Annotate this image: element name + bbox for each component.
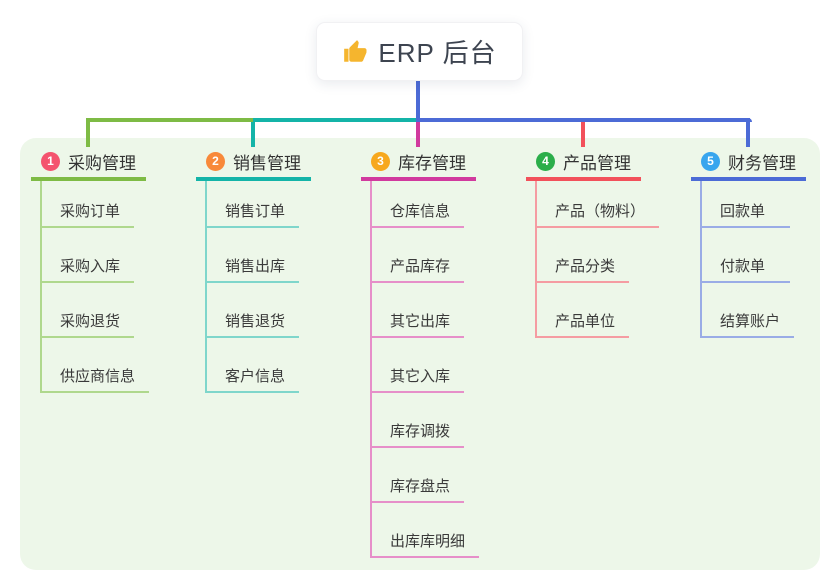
child-node[interactable]: 供应商信息: [42, 338, 150, 393]
branch-drop-line-3: [416, 122, 420, 147]
root-node[interactable]: ERP 后台: [316, 22, 523, 81]
thumbs-up-shape: [344, 39, 367, 62]
branch-node-4[interactable]: 4 产品管理: [526, 145, 641, 181]
child-node[interactable]: 销售订单: [207, 181, 300, 228]
child-label: 出库库明细: [390, 533, 466, 550]
child-node[interactable]: 其它出库: [372, 283, 465, 338]
child-node[interactable]: 采购订单: [42, 181, 135, 228]
branch-children-5: 回款单付款单结算账户: [700, 181, 795, 338]
root-label: ERP 后台: [378, 38, 497, 68]
thumbs-up-icon: [344, 39, 367, 62]
child-label: 库存调拨: [390, 423, 451, 440]
child-node[interactable]: 库存调拨: [372, 393, 465, 448]
branch-label: 库存管理: [398, 153, 466, 173]
child-node[interactable]: 产品分类: [537, 228, 630, 283]
branch-drop-line-5: [746, 118, 750, 147]
branch-number-badge: 2: [206, 151, 225, 171]
root-connector-line: [416, 81, 420, 122]
child-label: 销售订单: [225, 203, 286, 220]
branch-node-2[interactable]: 2 销售管理: [196, 145, 311, 181]
branch-label: 产品管理: [563, 153, 631, 173]
connector-segment-left: [86, 118, 253, 122]
child-label: 供应商信息: [60, 368, 136, 385]
child-label: 产品单位: [555, 313, 616, 330]
branch-number-badge: 4: [536, 151, 555, 171]
child-node[interactable]: 产品单位: [537, 283, 630, 338]
child-label: 结算账户: [720, 313, 781, 330]
child-node[interactable]: 回款单: [702, 181, 790, 228]
child-label: 付款单: [720, 258, 766, 275]
child-node[interactable]: 销售出库: [207, 228, 300, 283]
child-node[interactable]: 出库库明细: [372, 503, 480, 558]
connector-segment-middle: [253, 118, 416, 122]
branch-children-3: 仓库信息产品库存其它出库其它入库库存调拨库存盘点出库库明细: [370, 181, 480, 558]
branches-background-panel: [20, 138, 820, 570]
branch-drop-line-2: [251, 122, 255, 147]
child-label: 采购入库: [60, 258, 121, 275]
child-label: 销售出库: [225, 258, 286, 275]
branch-drop-line-4: [581, 122, 585, 147]
child-node[interactable]: 采购退货: [42, 283, 135, 338]
child-node[interactable]: 产品库存: [372, 228, 465, 283]
branch-node-3[interactable]: 3 库存管理: [361, 145, 476, 181]
child-label: 采购退货: [60, 313, 121, 330]
branch-number-badge: 5: [701, 151, 720, 171]
child-label: 销售退货: [225, 313, 286, 330]
child-node[interactable]: 客户信息: [207, 338, 300, 393]
child-label: 采购订单: [60, 203, 121, 220]
branch-number-badge: 3: [371, 151, 390, 171]
branch-drop-line-1: [86, 118, 90, 147]
child-label: 客户信息: [225, 368, 286, 385]
child-label: 回款单: [720, 203, 766, 220]
branch-number-badge: 1: [41, 151, 60, 171]
branch-label: 销售管理: [233, 153, 301, 173]
child-label: 库存盘点: [390, 478, 451, 495]
branch-node-1[interactable]: 1 采购管理: [31, 145, 146, 181]
child-node[interactable]: 采购入库: [42, 228, 135, 283]
branch-children-2: 销售订单销售出库销售退货客户信息: [205, 181, 300, 393]
branch-node-5[interactable]: 5 财务管理: [691, 145, 806, 181]
child-label: 产品分类: [555, 258, 616, 275]
child-label: 仓库信息: [390, 203, 451, 220]
child-label: 其它出库: [390, 313, 451, 330]
branch-label: 采购管理: [68, 153, 136, 173]
child-node[interactable]: 仓库信息: [372, 181, 465, 228]
child-node[interactable]: 销售退货: [207, 283, 300, 338]
child-label: 产品（物料）: [555, 203, 646, 220]
connector-segment-right: [416, 118, 752, 122]
child-node[interactable]: 付款单: [702, 228, 790, 283]
branch-children-4: 产品（物料） 产品分类产品单位: [535, 181, 660, 338]
child-node[interactable]: 产品（物料）: [537, 181, 660, 228]
child-label: 其它入库: [390, 368, 451, 385]
child-node[interactable]: 其它入库: [372, 338, 465, 393]
child-node[interactable]: 库存盘点: [372, 448, 465, 503]
branch-children-1: 采购订单采购入库采购退货供应商信息: [40, 181, 150, 393]
child-label: 产品库存: [390, 258, 451, 275]
branch-label: 财务管理: [728, 153, 796, 173]
child-node[interactable]: 结算账户: [702, 283, 795, 338]
